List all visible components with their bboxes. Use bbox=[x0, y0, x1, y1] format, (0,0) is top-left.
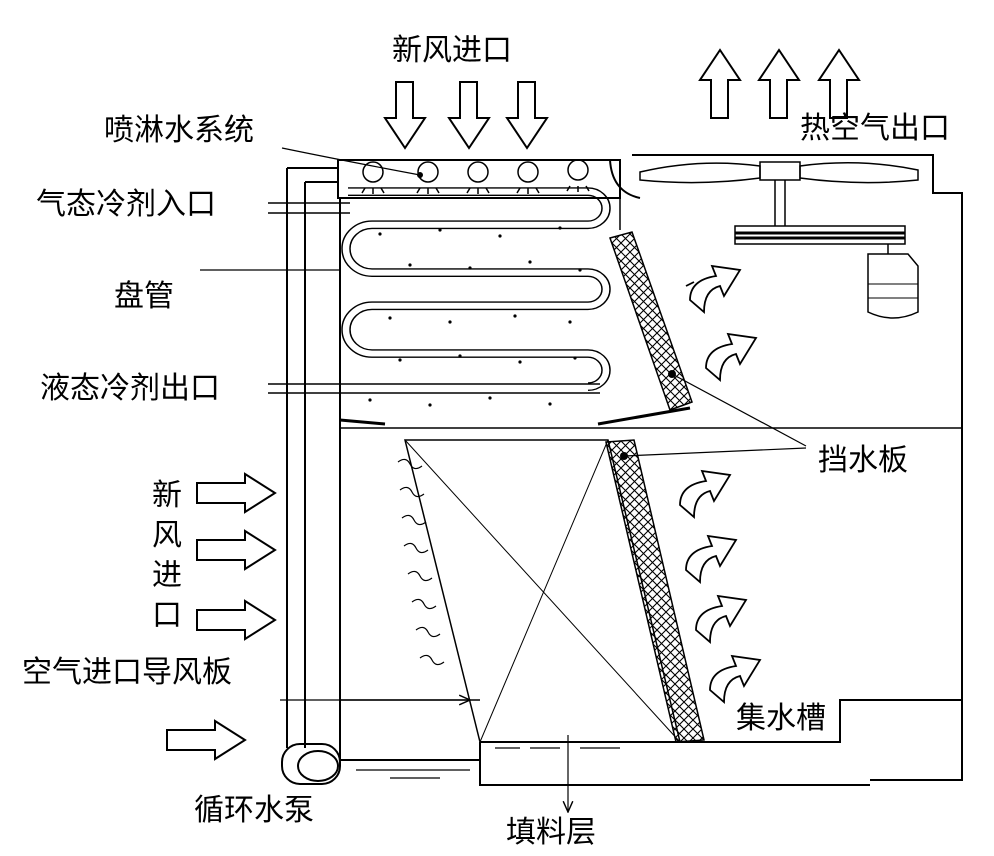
riser-pipe bbox=[286, 167, 338, 748]
gas-refrigerant-inlet-label: 气态冷剂入口 bbox=[36, 187, 216, 222]
water-baffle-upper bbox=[609, 231, 693, 411]
gas-refrigerant-pipe bbox=[268, 202, 350, 214]
water-baffle-lower bbox=[605, 439, 705, 743]
fresh-air-arrows-side bbox=[166, 472, 277, 761]
spray-nozzles bbox=[361, 159, 590, 194]
liquid-refrigerant-outlet-label: 液态冷剂出口 bbox=[40, 371, 220, 406]
water-baffle-label: 挡水板 bbox=[818, 443, 908, 478]
water-basin-label: 集水槽 bbox=[736, 701, 826, 736]
coil-water-drops bbox=[368, 226, 582, 407]
fan-belt-drive bbox=[734, 225, 906, 254]
circulating-pump-label: 循环水泵 bbox=[194, 793, 314, 828]
leader-dots bbox=[417, 172, 676, 460]
fill-layer-label: 填料层 bbox=[506, 815, 596, 850]
spray-system-label: 喷淋水系统 bbox=[104, 113, 254, 148]
hot-air-outlet-label: 热空气出口 bbox=[800, 111, 950, 146]
leader-lines bbox=[200, 147, 807, 812]
coil-serpentine bbox=[341, 187, 611, 392]
liquid-refrigerant-pipe bbox=[268, 383, 600, 394]
fresh-air-inlet-side-label: 新风进口 bbox=[152, 478, 182, 633]
exhaust-fan bbox=[639, 161, 919, 226]
hot-air-arrows bbox=[698, 48, 861, 119]
fresh-air-arrows-top bbox=[383, 81, 549, 150]
circulating-pump-body bbox=[281, 743, 341, 785]
air-inlet-louver-label: 空气进口导风板 bbox=[22, 655, 232, 690]
coil-label: 盘管 bbox=[114, 279, 174, 314]
airflow-curved-arrows bbox=[679, 264, 762, 704]
fan-motor bbox=[867, 253, 919, 319]
air-inlet-louver-lines bbox=[397, 458, 445, 666]
basin-water bbox=[356, 747, 620, 779]
fresh-air-inlet-top-label: 新风进口 bbox=[392, 33, 512, 68]
